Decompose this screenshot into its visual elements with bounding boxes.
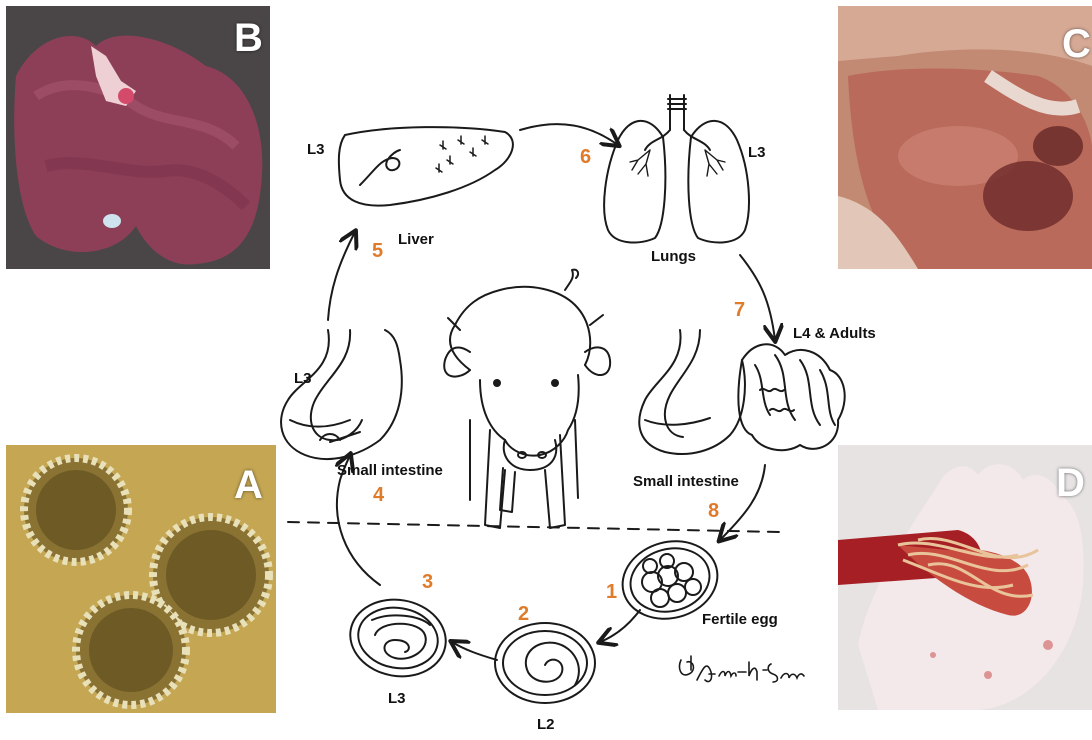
arrow-stomach-to-liver	[328, 232, 355, 320]
liver-label: Liver	[398, 231, 434, 248]
liver-stage-label: L3	[307, 141, 325, 158]
artist-signature	[675, 650, 805, 690]
intestine-icon	[639, 330, 844, 454]
fertile-egg-label: Fertile egg	[702, 611, 778, 628]
step-2: 2	[518, 603, 529, 626]
step-7: 7	[734, 299, 745, 322]
lungs-icon	[604, 95, 749, 243]
egg-l2-label: L2	[537, 716, 555, 733]
larva-l2-icon	[495, 623, 595, 703]
adults-label: L4 & Adults	[793, 325, 876, 342]
liver-icon	[339, 127, 513, 206]
arrow-liver-to-lungs	[520, 124, 618, 145]
step-5: 5	[372, 240, 383, 263]
lungs-stage-label: L3	[748, 144, 766, 161]
arrow-l2-to-l3	[452, 642, 497, 660]
step-6: 6	[580, 146, 591, 169]
pig-icon	[444, 270, 610, 528]
arrow-lungs-to-intestine	[740, 255, 775, 340]
step-1: 1	[606, 581, 617, 604]
stomach-stage-label: L3	[294, 370, 312, 387]
arrow-egg-to-l2	[600, 610, 640, 642]
lungs-label: Lungs	[651, 248, 696, 265]
small-intestine-right-label: Small intestine	[633, 473, 739, 490]
larva-l3-icon	[344, 592, 452, 684]
stomach-icon	[281, 330, 402, 459]
step-4: 4	[373, 484, 384, 507]
egg-l3-label: L3	[388, 690, 406, 707]
soil-line	[288, 522, 780, 532]
step-3: 3	[422, 571, 433, 594]
step-8: 8	[708, 500, 719, 523]
small-intestine-left-label: Small intestine	[337, 462, 443, 479]
